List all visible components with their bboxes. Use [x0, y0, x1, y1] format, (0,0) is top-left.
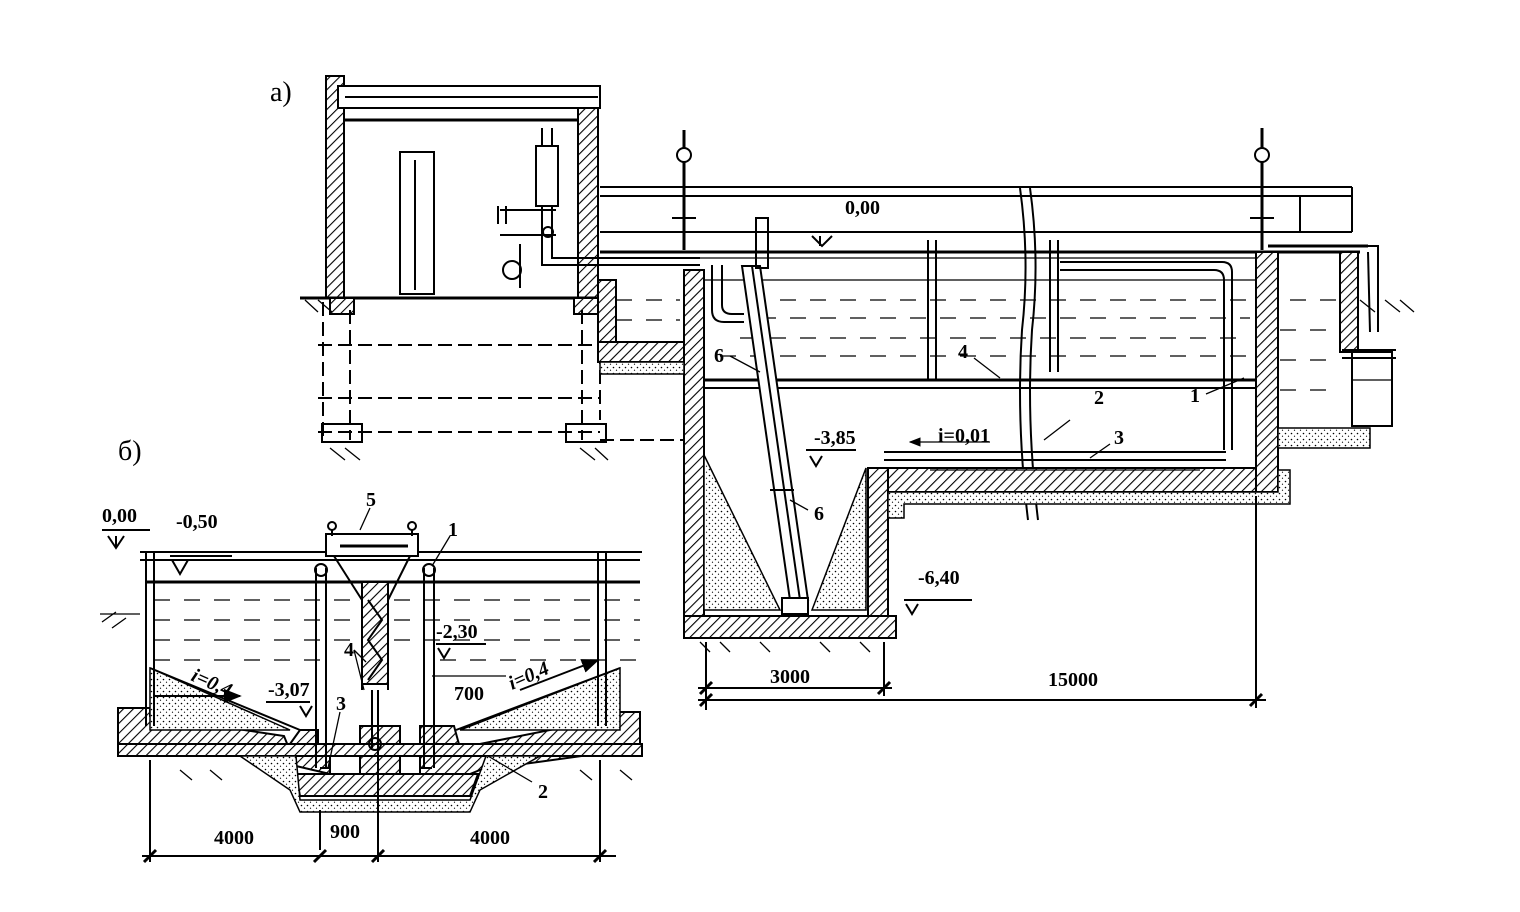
- central-column: [320, 521, 432, 769]
- dim-label-3000: 3000: [770, 666, 810, 688]
- tank-top-platform: [600, 128, 1360, 521]
- view-a-section: а): [270, 75, 1415, 710]
- view-b-caption: б): [118, 436, 142, 467]
- item-label-3-b: 3: [336, 693, 346, 715]
- level-label-3-07: -3,07: [268, 679, 310, 701]
- dim-label-4000-right: 4000: [470, 827, 510, 849]
- item-label-5-b: 5: [366, 489, 376, 511]
- item-label-1-b: 1: [448, 519, 458, 541]
- dim-label-700: 700: [454, 683, 484, 705]
- pump-house: [300, 75, 700, 461]
- item-label-6-lower: 6: [814, 503, 824, 525]
- level-label-0-00-b: 0,00: [102, 505, 137, 527]
- view-a-caption: а): [270, 77, 292, 108]
- view-b-section: б): [100, 436, 643, 864]
- view-a-level-marks: [806, 231, 972, 616]
- level-label-3-85: -3,85: [814, 427, 856, 449]
- item-label-4-a: 4: [958, 341, 968, 363]
- slope-label-right: i=0,4: [505, 657, 552, 694]
- dim-label-15000: 15000: [1048, 669, 1098, 691]
- tank-water: [616, 279, 1340, 391]
- tank-piping: [711, 217, 1396, 615]
- item-label-6-upper: 6: [714, 345, 724, 367]
- level-label-6-40: -6,40: [918, 567, 960, 589]
- view-b-leaders: [154, 507, 600, 783]
- view-a-dimensions: [698, 496, 1266, 710]
- item-label-2-b: 2: [538, 781, 548, 803]
- dim-label-900: 900: [330, 821, 360, 843]
- item-label-3-a: 3: [1114, 427, 1124, 449]
- level-label-0-00-a: 0,00: [845, 197, 880, 219]
- tank-walls: [597, 251, 1415, 653]
- view-a-leaders: [729, 355, 1245, 511]
- slope-label-a: i=0,01: [938, 425, 990, 447]
- item-label-1-a: 1: [1190, 385, 1200, 407]
- item-label-2-a: 2: [1094, 387, 1104, 409]
- item-label-4-b: 4: [344, 639, 354, 661]
- view-b-level-marks: [102, 529, 486, 718]
- level-label-0-50: -0,50: [176, 511, 218, 533]
- dim-label-4000-left: 4000: [214, 827, 254, 849]
- level-label-2-30: -2,30: [436, 621, 478, 643]
- view-b-dimensions: [142, 740, 616, 864]
